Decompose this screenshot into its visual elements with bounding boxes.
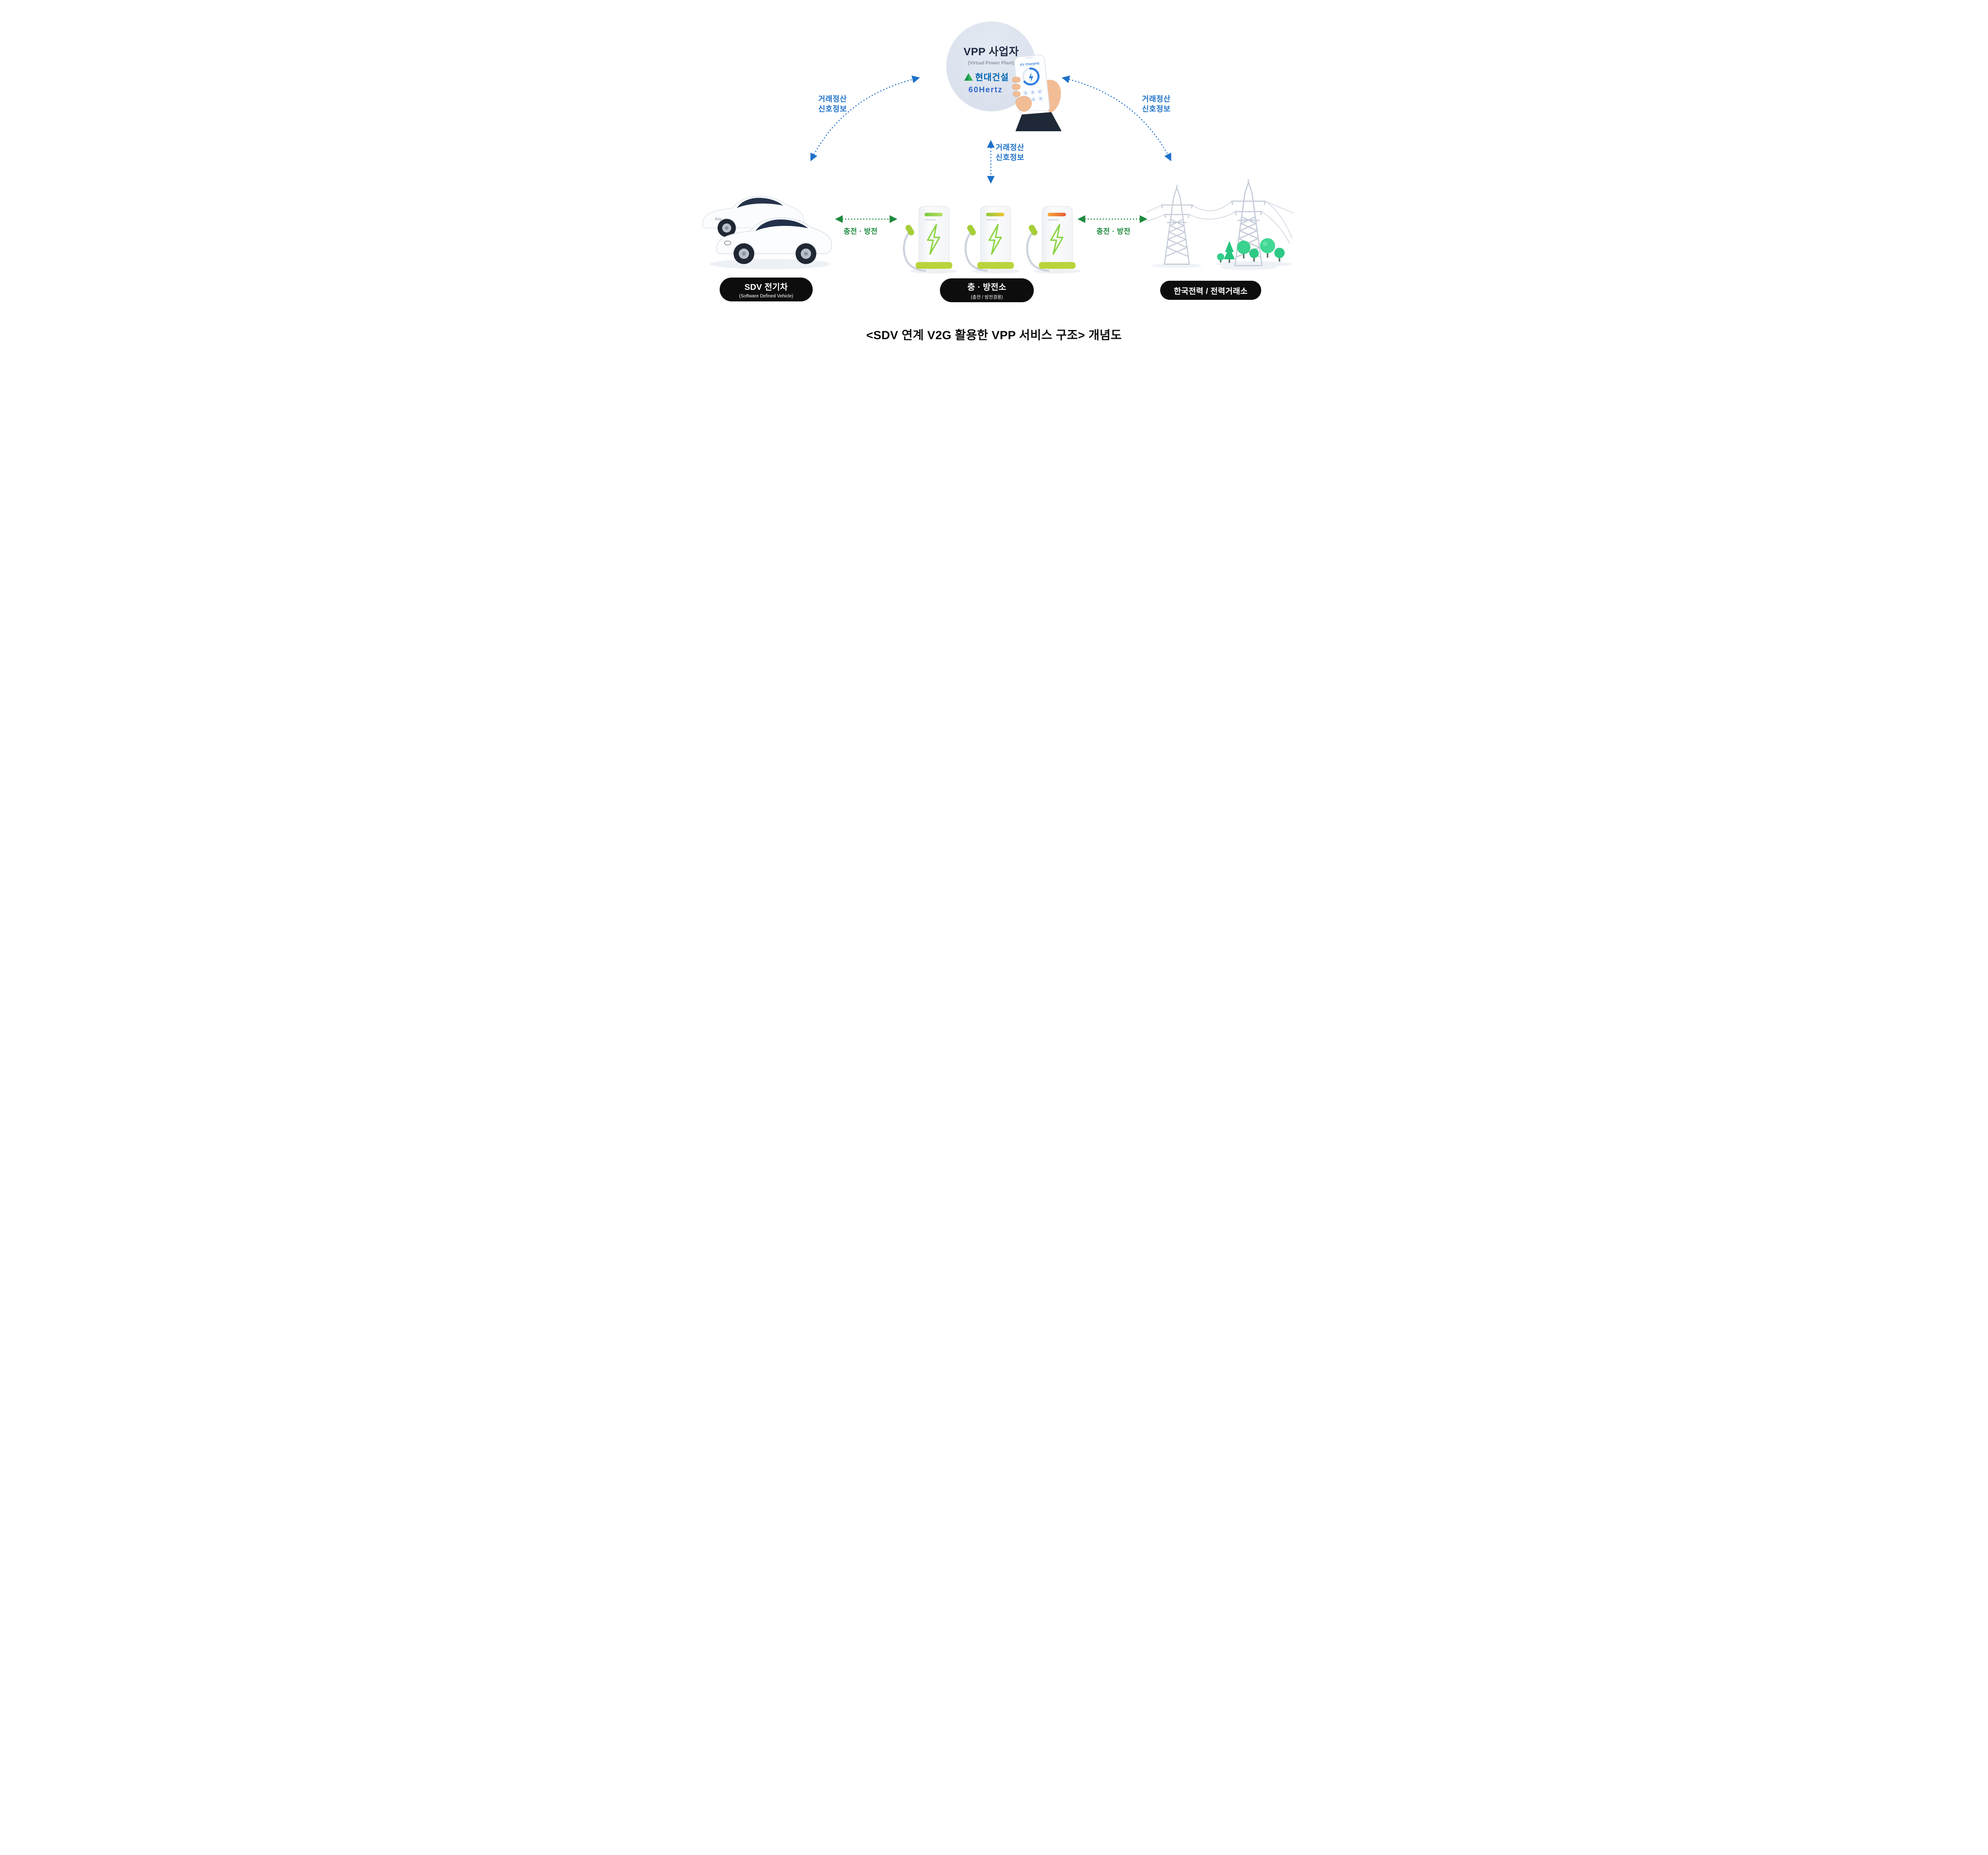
pine-tree — [1224, 241, 1235, 263]
charging-nozzle — [967, 225, 976, 236]
charging-station-1 — [903, 206, 958, 274]
hyundai-enc-triangle-icon — [964, 73, 973, 81]
gauge-bolt-icon — [1029, 72, 1034, 82]
hand-fingers — [1012, 77, 1032, 112]
sdv-subtitle: (Software Defined Vehicle) — [739, 293, 794, 299]
node-label-sdv: SDV 전기차 (Software Defined Vehicle) — [720, 278, 813, 301]
charging-stations-illustration — [903, 206, 1080, 274]
signal-label-left: 거래정산 신호정보 — [818, 95, 847, 113]
charging-station-3 — [1026, 206, 1080, 274]
charging-nozzle — [1029, 225, 1038, 236]
status-bar-orange — [1048, 213, 1066, 216]
power-towers-illustration — [1146, 179, 1294, 270]
signal-label-center: 거래정산 신호정보 — [996, 144, 1024, 162]
station-base — [1039, 262, 1076, 269]
node-label-grid: 한국전력 / 전력거래소 — [1160, 281, 1261, 300]
trees — [1217, 238, 1285, 263]
vpp-subtitle: (Virtual Power Plant) — [968, 60, 1015, 66]
suit-sleeve — [1015, 112, 1062, 131]
station-base — [916, 262, 952, 269]
bolt-icon — [988, 224, 1002, 255]
transmission-tower-2 — [1231, 179, 1266, 266]
signal-arrow-left — [810, 76, 920, 161]
flow-label-left: 충전 · 방전 — [843, 227, 878, 235]
phone-speaker — [1025, 56, 1033, 59]
diagram-caption: <SDV 연계 V2G 활용한 VPP 서비스 구조> 개념도 — [866, 329, 1122, 342]
kia-badge: Kia — [715, 217, 722, 221]
phone: EV Charging — [1014, 54, 1050, 115]
bolt-icon — [927, 224, 940, 255]
hyundai-badge-icon — [724, 241, 731, 245]
ev-cars-illustration: Kia — [702, 196, 832, 269]
node-label-station: 충 · 방전소 (충전 / 방전겸용) — [940, 278, 1034, 302]
ev-car-front — [716, 217, 832, 264]
transmission-tower-1 — [1161, 185, 1193, 265]
charging-station-2 — [964, 206, 1019, 274]
signal-arrow-right — [1062, 76, 1171, 161]
status-bar-green — [924, 213, 943, 216]
bolt-icon — [1050, 224, 1064, 255]
hand-palm — [1037, 80, 1061, 115]
hyundai-enc-logo-text: 현대건설 — [975, 72, 1009, 82]
arrows-layer — [810, 76, 1171, 223]
power-lines — [1146, 201, 1294, 244]
station-subtitle: (충전 / 방전겸용) — [971, 295, 1003, 300]
sdv-title: SDV 전기차 — [744, 282, 788, 292]
flow-label-right: 충전 · 방전 — [1096, 227, 1131, 235]
diagram-canvas: VPP 사업자 (Virtual Power Plant) 현대건설 60Her… — [677, 0, 1311, 371]
hyundai-enc-logo: 현대건설 — [964, 70, 1009, 83]
vpp-title: VPP 사업자 — [963, 46, 1019, 58]
charging-nozzle — [905, 225, 914, 236]
signal-label-right: 거래정산 신호정보 — [1142, 95, 1171, 113]
sixtyhertz-logo: 60Hertz — [968, 85, 1003, 94]
status-bar-yellow — [986, 213, 1004, 216]
station-base — [977, 262, 1014, 269]
grid-title: 한국전력 / 전력거래소 — [1174, 287, 1248, 296]
station-title: 충 · 방전소 — [967, 282, 1007, 292]
hand-phone-illustration: EV Charging — [1012, 54, 1062, 131]
